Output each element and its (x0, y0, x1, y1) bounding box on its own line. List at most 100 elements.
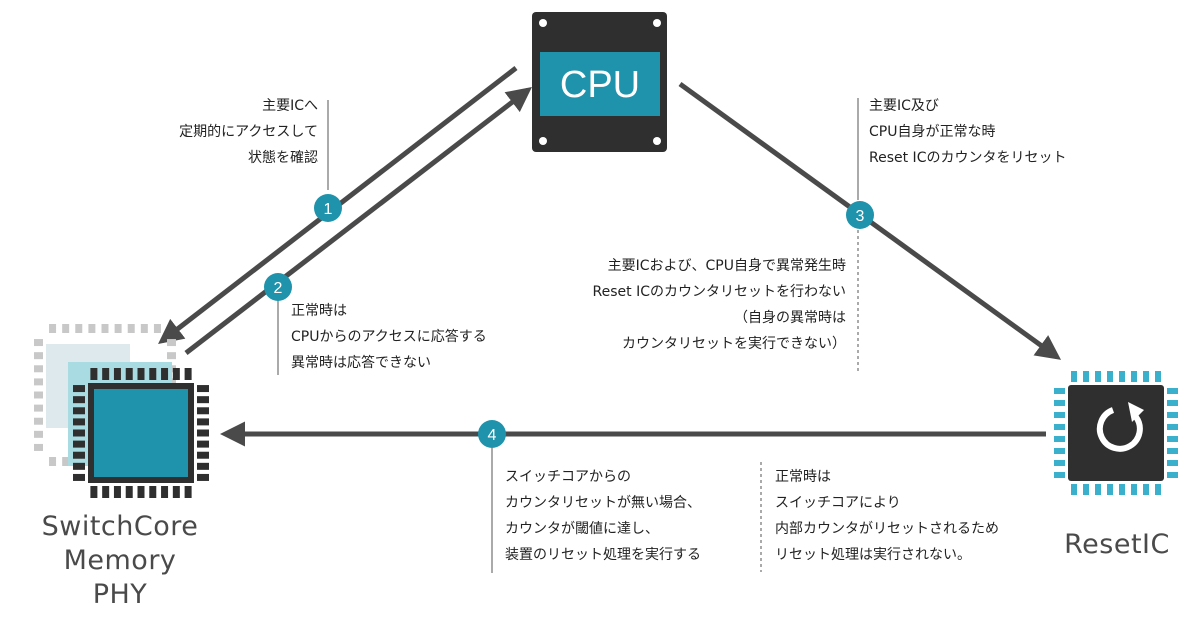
chip-pin (197, 396, 209, 404)
chip-pin (1167, 424, 1178, 430)
chip-pin (113, 368, 121, 380)
note-3b-line: （自身の異常時は (734, 310, 846, 326)
note-1-line: 主要ICへ (262, 98, 318, 114)
chip-pin (34, 443, 43, 451)
chip-pin (153, 324, 161, 333)
note-1: 主要ICへ 定期的にアクセスして 状態を確認 (179, 93, 318, 171)
chip-pin (102, 368, 110, 380)
chip-pin (140, 324, 148, 333)
chip-pin (88, 324, 96, 333)
chip-pin (49, 324, 57, 333)
switchcore-label-line: Memory (63, 545, 177, 576)
chip-pin (1083, 484, 1089, 495)
arrow-switchcore-to-cpu (184, 86, 532, 355)
note-4-line: スイッチコアからの (505, 469, 631, 485)
chip-pin (73, 407, 85, 415)
chip-pin (34, 430, 43, 438)
chip-pin (161, 486, 169, 498)
chip-pin (149, 368, 157, 380)
chip-pin (1167, 448, 1178, 454)
chip-pin (1095, 371, 1101, 382)
chip-pin (197, 429, 209, 437)
switchcore-label-line: SwitchCore (41, 511, 199, 542)
chip-pin (101, 324, 109, 333)
chip-pin (73, 396, 85, 404)
note-2: 正常時は CPUからのアクセスに応答する 異常時は応答できない (291, 298, 487, 376)
chip-pin (137, 368, 145, 380)
chip-pin (125, 368, 133, 380)
chip-pin (75, 324, 83, 333)
chip-pin (1119, 484, 1125, 495)
chip-pin (1167, 436, 1178, 442)
chip-pin (34, 378, 43, 386)
chip-pin (73, 462, 85, 470)
reset-chip-pins (1054, 371, 1178, 495)
note-3: 主要IC及び CPU自身が正常な時 Reset ICのカウンタをリセット (869, 93, 1066, 171)
chip-pin (34, 352, 43, 360)
chip-pin (73, 451, 85, 459)
cpu-label: CPU (560, 64, 640, 106)
note-4b: 正常時は スイッチコアにより 内部カウンタがリセットされるため リセット処理は実… (775, 464, 999, 568)
chip-pin (1071, 371, 1077, 382)
note-3-line: Reset ICのカウンタをリセット (869, 150, 1067, 166)
chip-pin (161, 368, 169, 380)
note-4: スイッチコアからの カウンタリセットが無い場合、 カウンタが閾値に達し、 装置の… (505, 464, 701, 568)
chip-pin (1131, 484, 1137, 495)
note-2-line: CPUからのアクセスに応答する (291, 329, 487, 345)
chip-pin (167, 339, 176, 347)
chip-pin (102, 486, 110, 498)
chip-pin (1054, 388, 1065, 394)
chip-pin (1143, 484, 1149, 495)
chip-pin (90, 368, 98, 380)
step-4-number: 4 (488, 427, 497, 444)
chip-pin (49, 457, 57, 466)
note-4b-line: スイッチコアにより (775, 495, 901, 511)
chip-pin (172, 486, 180, 498)
chip-pin (1107, 371, 1113, 382)
chip-pin (197, 473, 209, 481)
step-3-number: 3 (856, 208, 865, 225)
chip-pin (114, 324, 122, 333)
chip-pin (73, 418, 85, 426)
chip-pin (197, 440, 209, 448)
chip-pin (149, 486, 157, 498)
chip-pin (1054, 472, 1065, 478)
chip-pin (73, 440, 85, 448)
step-4: 4 (478, 420, 506, 448)
chip-pin (197, 418, 209, 426)
chip-pin (34, 339, 43, 347)
note-4-line: 装置のリセット処理を実行する (505, 547, 701, 563)
stacked-chip-icon (34, 324, 209, 498)
note-3b-line: 主要ICおよび、CPU自身で異常発生時 (607, 258, 846, 274)
note-4b-line: リセット処理は実行されない。 (775, 547, 971, 563)
step-2: 2 (264, 273, 292, 301)
chip-pin (197, 385, 209, 393)
chip-pin (137, 486, 145, 498)
front-chip-pins (73, 368, 209, 498)
note-4-line: カウンタリセットが無い場合、 (505, 495, 701, 511)
note-4b-line: 内部カウンタがリセットされるため (775, 521, 999, 537)
chip-pin (62, 324, 70, 333)
chip-pin (90, 486, 98, 498)
chip-pin (1054, 424, 1065, 430)
switchcore-label: SwitchCore Memory PHY (10, 510, 230, 612)
chip-pin (197, 407, 209, 415)
step-1-number: 1 (324, 201, 333, 218)
chip-pin (1167, 460, 1178, 466)
chip-pin (1054, 400, 1065, 406)
chip-pin (125, 486, 133, 498)
cpu-chip-icon: CPU (532, 12, 667, 152)
resetic-label: ResetIC (1064, 529, 1170, 560)
chip-pin (1054, 460, 1065, 466)
note-3b-line: Reset ICのカウンタリセットを行わない (592, 284, 846, 300)
chip-pin (1119, 371, 1125, 382)
chip-pin (1107, 484, 1113, 495)
note-3-line: 主要IC及び (869, 98, 939, 114)
chip-pin (1167, 412, 1178, 418)
note-2-line: 異常時は応答できない (291, 355, 431, 371)
chip-pin (197, 462, 209, 470)
step-2-number: 2 (274, 280, 283, 297)
chip-pin (1131, 371, 1137, 382)
chip-pin (172, 368, 180, 380)
